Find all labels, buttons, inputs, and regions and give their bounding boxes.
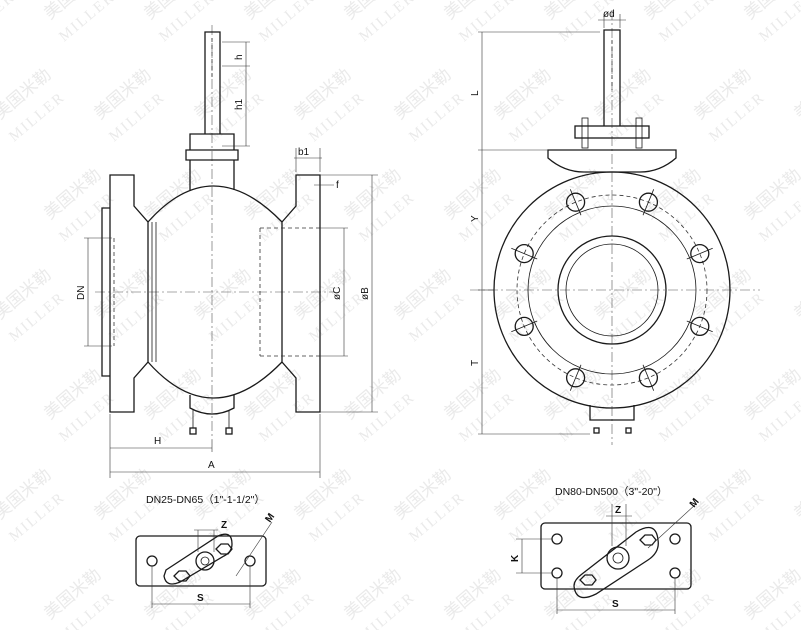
dim-S-label-large: S <box>612 599 619 610</box>
bolt-hole-centerline-4 <box>511 247 538 260</box>
watermark-en-0: MILLER <box>0 0 19 45</box>
front-view: ød L Y T <box>470 9 760 445</box>
dim-L-label: L <box>470 90 481 96</box>
bolt-hole-0 <box>690 316 710 337</box>
dim-f-label: f <box>336 180 339 191</box>
bolt-hole-6 <box>638 192 659 212</box>
dim-phi-c-label: øC <box>332 287 343 300</box>
bolt-hole-centerline-0 <box>686 320 713 333</box>
flange-bolt-holes <box>511 189 713 391</box>
dim-Y-label: Y <box>470 215 481 222</box>
bolt-hole-centerline-1 <box>642 364 655 391</box>
caption-large-size: DN80-DN500（3"-20"） <box>555 486 668 498</box>
dim-phi-b-label: øB <box>360 287 371 300</box>
bolt-hole-3 <box>514 316 534 337</box>
watermark-cn-53: 美国米勒 <box>790 465 801 524</box>
bolt-hole-centerline-7 <box>686 247 713 260</box>
dim-phi-d-label: ød <box>603 9 615 20</box>
mount-detail-small: DN25-DN65（1"-1-1/2"） Z M S <box>135 494 277 608</box>
dim-S-label-small: S <box>197 593 204 604</box>
dim-H-label: H <box>154 436 161 447</box>
side-view: h h1 b1 f DN øC øB H A <box>76 25 378 478</box>
bolt-hole-centerline-6 <box>642 189 655 216</box>
bolt-hole-centerline-5 <box>569 189 582 216</box>
dim-Z-label-large: Z <box>615 505 621 516</box>
bolt-hole-5 <box>565 192 586 212</box>
dim-h-label: h <box>234 54 245 60</box>
dim-Z-label-small: Z <box>221 520 227 531</box>
dim-T-label: T <box>470 360 481 366</box>
bolt-hole-1 <box>638 368 659 388</box>
bolt-hole-2 <box>565 368 586 388</box>
bolt-hole-centerline-2 <box>569 364 582 391</box>
bolt-hole-7 <box>690 243 710 264</box>
dim-M-label-small: M <box>263 512 277 525</box>
bolt-hole-4 <box>514 243 534 264</box>
dim-K-label-large: K <box>510 554 521 562</box>
watermark-cn-35: 美国米勒 <box>790 265 801 324</box>
dim-b1-label: b1 <box>298 147 310 158</box>
watermark-cn-17: 美国米勒 <box>790 65 801 124</box>
dim-h1-label: h1 <box>234 98 245 110</box>
bolt-hole-centerline-3 <box>511 320 538 333</box>
dim-dn-label: DN <box>76 286 87 300</box>
caption-small-size: DN25-DN65（1"-1-1/2"） <box>146 494 265 506</box>
dim-A-label: A <box>208 460 215 471</box>
